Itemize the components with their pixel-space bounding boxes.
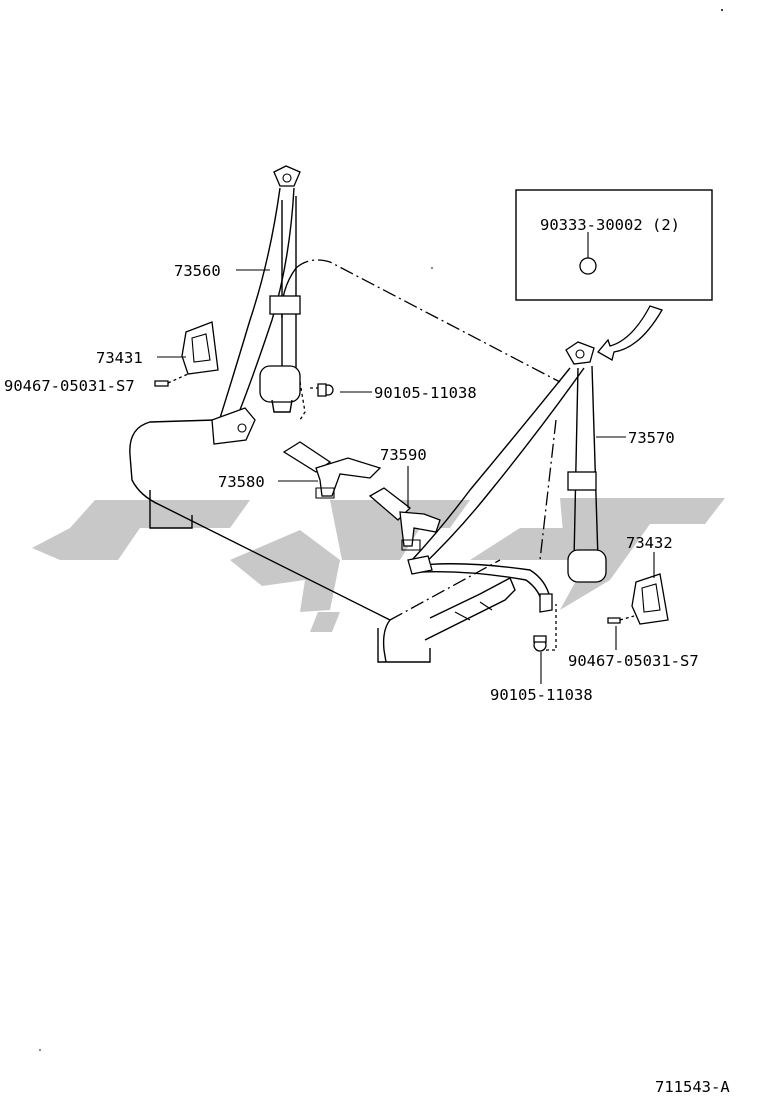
scan-speck — [431, 267, 433, 269]
left-seat-belt — [211, 165, 306, 445]
figure-code: 711543-A — [655, 1078, 730, 1096]
label-screw-right: 90467-05031-S7 — [568, 652, 699, 670]
right-cover — [631, 573, 669, 625]
inset-label: 90333-30002 (2) — [540, 216, 680, 234]
left-bolt — [310, 383, 334, 397]
bottom-bolt — [533, 604, 557, 652]
label-73580: 73580 — [218, 473, 265, 491]
left-screw — [154, 373, 189, 387]
center-buckle-73580 — [282, 441, 382, 499]
label-73570: 73570 — [628, 429, 675, 447]
scan-speck — [721, 9, 723, 11]
label-screw-left: 90467-05031-S7 — [4, 377, 135, 395]
label-73590: 73590 — [380, 446, 427, 464]
label-73432: 73432 — [626, 534, 673, 552]
watermark-logo — [32, 498, 725, 632]
seat-outline — [129, 259, 561, 663]
label-73431: 73431 — [96, 349, 143, 367]
scan-speck — [39, 1049, 41, 1051]
left-cover — [181, 321, 219, 375]
inset-box — [515, 189, 713, 301]
inset-arrow — [597, 305, 663, 361]
label-bolt-left: 90105-11038 — [374, 384, 477, 402]
right-seat-belt — [407, 341, 607, 613]
leader-lines — [157, 269, 655, 684]
center-buckle-73590 — [368, 487, 441, 551]
right-screw — [607, 615, 635, 624]
label-73560: 73560 — [174, 262, 221, 280]
label-bolt-bottom: 90105-11038 — [490, 686, 593, 704]
